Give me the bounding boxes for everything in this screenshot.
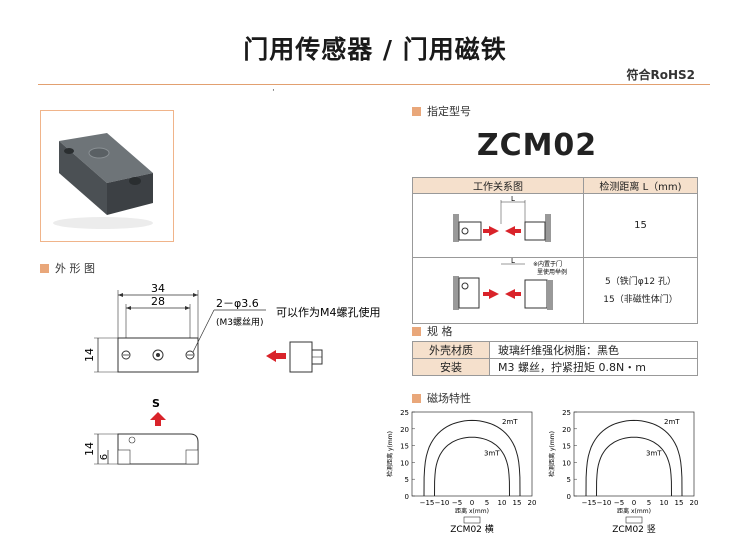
outline-drawing: 34 28 14 2－φ3.6 (M3螺丝用) 可以作为M4螺孔使用 S 14 … — [83, 282, 381, 465]
dim-14: 14 — [83, 348, 96, 362]
header-divider — [38, 84, 710, 85]
x-tick-label: 0 — [632, 499, 636, 507]
section-bullet — [412, 326, 421, 336]
plot-frame — [411, 411, 533, 497]
y-axis-label: 检测距离 y(mm) — [548, 431, 556, 477]
side-dim-6: 6 — [99, 454, 110, 460]
chart-horizontal: 25 20 15 10 5 0 −15−10−5 0 5 10 15 20 检测距离 y(mm) 距离 x… — [386, 409, 536, 534]
x-tick-label: −5 — [614, 499, 624, 507]
relation-table: 工作关系图 检测距离 L（mm) L 15 L — [412, 177, 698, 324]
y-tick-label: 25 — [400, 409, 409, 417]
x-tick-label: −5 — [452, 499, 462, 507]
hole-label: 2－φ3.6 — [216, 297, 259, 310]
m4-note: 可以作为M4螺孔使用 — [276, 306, 381, 319]
svg-text:※内置于门: ※内置于门 — [533, 260, 562, 268]
y-tick-label: 20 — [562, 426, 571, 434]
x-tick-label: 10 — [660, 499, 669, 507]
y-tick-label: 10 — [400, 459, 409, 467]
s-label: S — [152, 397, 160, 410]
x-tick-label: 5 — [485, 499, 489, 507]
relation-value-2b: 15（非磁性体门） — [603, 294, 678, 305]
svg-text:L: L — [511, 195, 515, 203]
x-axis-label: 距离 x(mm) — [455, 507, 489, 515]
y-tick-label: 5 — [567, 476, 571, 484]
relation-col2: 检测距离 L（mm) — [583, 177, 698, 194]
magnet-icon — [625, 516, 643, 524]
y-tick-label: 0 — [567, 493, 571, 501]
section-bullet — [412, 393, 421, 403]
x-tick-label: 15 — [513, 499, 522, 507]
x-tick-label: 0 — [470, 499, 474, 507]
section-model-label: 指定型号 — [427, 105, 471, 118]
y-axis-label: 检测距离 y(mm) — [386, 431, 394, 477]
section-magnetic-label: 磁场特性 — [427, 392, 471, 405]
s-arrow-icon — [150, 412, 166, 426]
relation-value-2: 5（铁门φ12 孔） 15（非磁性体门） — [583, 257, 698, 324]
x-axis-label: 距离 x(mm) — [617, 507, 651, 515]
red-arrow-icon — [266, 350, 286, 362]
x-tick-label: 10 — [498, 499, 507, 507]
y-tick-label: 0 — [405, 493, 409, 501]
y-tick-label: 5 — [405, 476, 409, 484]
plot-frame — [573, 411, 695, 497]
x-tick-label: −15 — [582, 499, 597, 507]
magnet-icon — [463, 516, 481, 524]
spec-value-mounting: M3 螺丝，拧紧扭矩 0.8N・m — [489, 358, 698, 376]
curve-label-3mt: 3mT — [484, 450, 500, 458]
section-spec-label: 规 格 — [427, 325, 453, 338]
svg-text:里使用举例: 里使用举例 — [537, 268, 567, 276]
curve-2mt — [585, 419, 683, 497]
y-tick-label: 15 — [562, 443, 571, 451]
relation-value-1: 15 — [583, 193, 698, 258]
curve-3mt — [596, 436, 672, 497]
section-model: 指定型号 — [412, 103, 471, 119]
dim-28: 28 — [151, 295, 165, 308]
x-tick-label: 20 — [690, 499, 699, 507]
section-bullet — [40, 263, 49, 273]
relation-col1: 工作关系图 — [412, 177, 584, 194]
curve-3mt — [434, 436, 510, 497]
y-tick-label: 15 — [400, 443, 409, 451]
page-title: 门用传感器 / 门用磁铁 — [243, 35, 507, 64]
chart-vertical: 25 20 15 10 5 0 −15−10−5 0 5 10 15 20 检测距离 y(mm) 距离 x… — [548, 409, 698, 534]
hole-note: (M3螺丝用) — [216, 316, 264, 328]
section-outline-label: 外 形 图 — [55, 262, 95, 275]
curve-label-2mt: 2mT — [502, 418, 518, 426]
section-outline: 外 形 图 — [40, 260, 95, 276]
dim-34: 34 — [151, 282, 165, 295]
y-tick-label: 25 — [562, 409, 571, 417]
section-bullet — [412, 106, 421, 116]
svg-text:L: L — [511, 258, 515, 265]
x-tick-label: −15 — [420, 499, 435, 507]
curve-label-3mt: 3mT — [646, 450, 662, 458]
x-tick-label: −10 — [597, 499, 612, 507]
curve-2mt — [423, 419, 521, 497]
y-tick-label: 20 — [400, 426, 409, 434]
x-tick-label: −10 — [435, 499, 450, 507]
spec-value-material: 玻璃纤维强化树脂：黑色 — [489, 341, 698, 359]
rohs-badge: 符合RoHS2 — [626, 68, 695, 82]
dot-mark: · — [272, 86, 275, 96]
relation-diagram-2: L ※内置于门 里使用举例 — [412, 257, 584, 324]
side-dim-14: 14 — [83, 442, 96, 456]
relation-value-2a: 5（铁门φ12 孔） — [605, 276, 676, 287]
curve-label-2mt: 2mT — [664, 418, 680, 426]
y-tick-label: 10 — [562, 459, 571, 467]
chart-caption: ZCM02 横 — [450, 523, 494, 534]
section-magnetic: 磁场特性 — [412, 390, 471, 406]
x-tick-label: 5 — [647, 499, 651, 507]
spec-label-mounting: 安装 — [412, 358, 490, 376]
chart-caption: ZCM02 竖 — [612, 524, 656, 534]
relation-diagram-1: L — [412, 193, 584, 258]
model-name: ZCM02 — [476, 128, 598, 163]
spec-label-material: 外壳材质 — [412, 341, 490, 359]
x-tick-label: 15 — [675, 499, 684, 507]
product-photo — [40, 110, 174, 242]
section-spec: 规 格 — [412, 323, 453, 339]
x-tick-label: 20 — [528, 499, 537, 507]
spec-table: 外壳材质 玻璃纤维强化树脂：黑色 安装 M3 螺丝，拧紧扭矩 0.8N・m — [412, 341, 698, 376]
